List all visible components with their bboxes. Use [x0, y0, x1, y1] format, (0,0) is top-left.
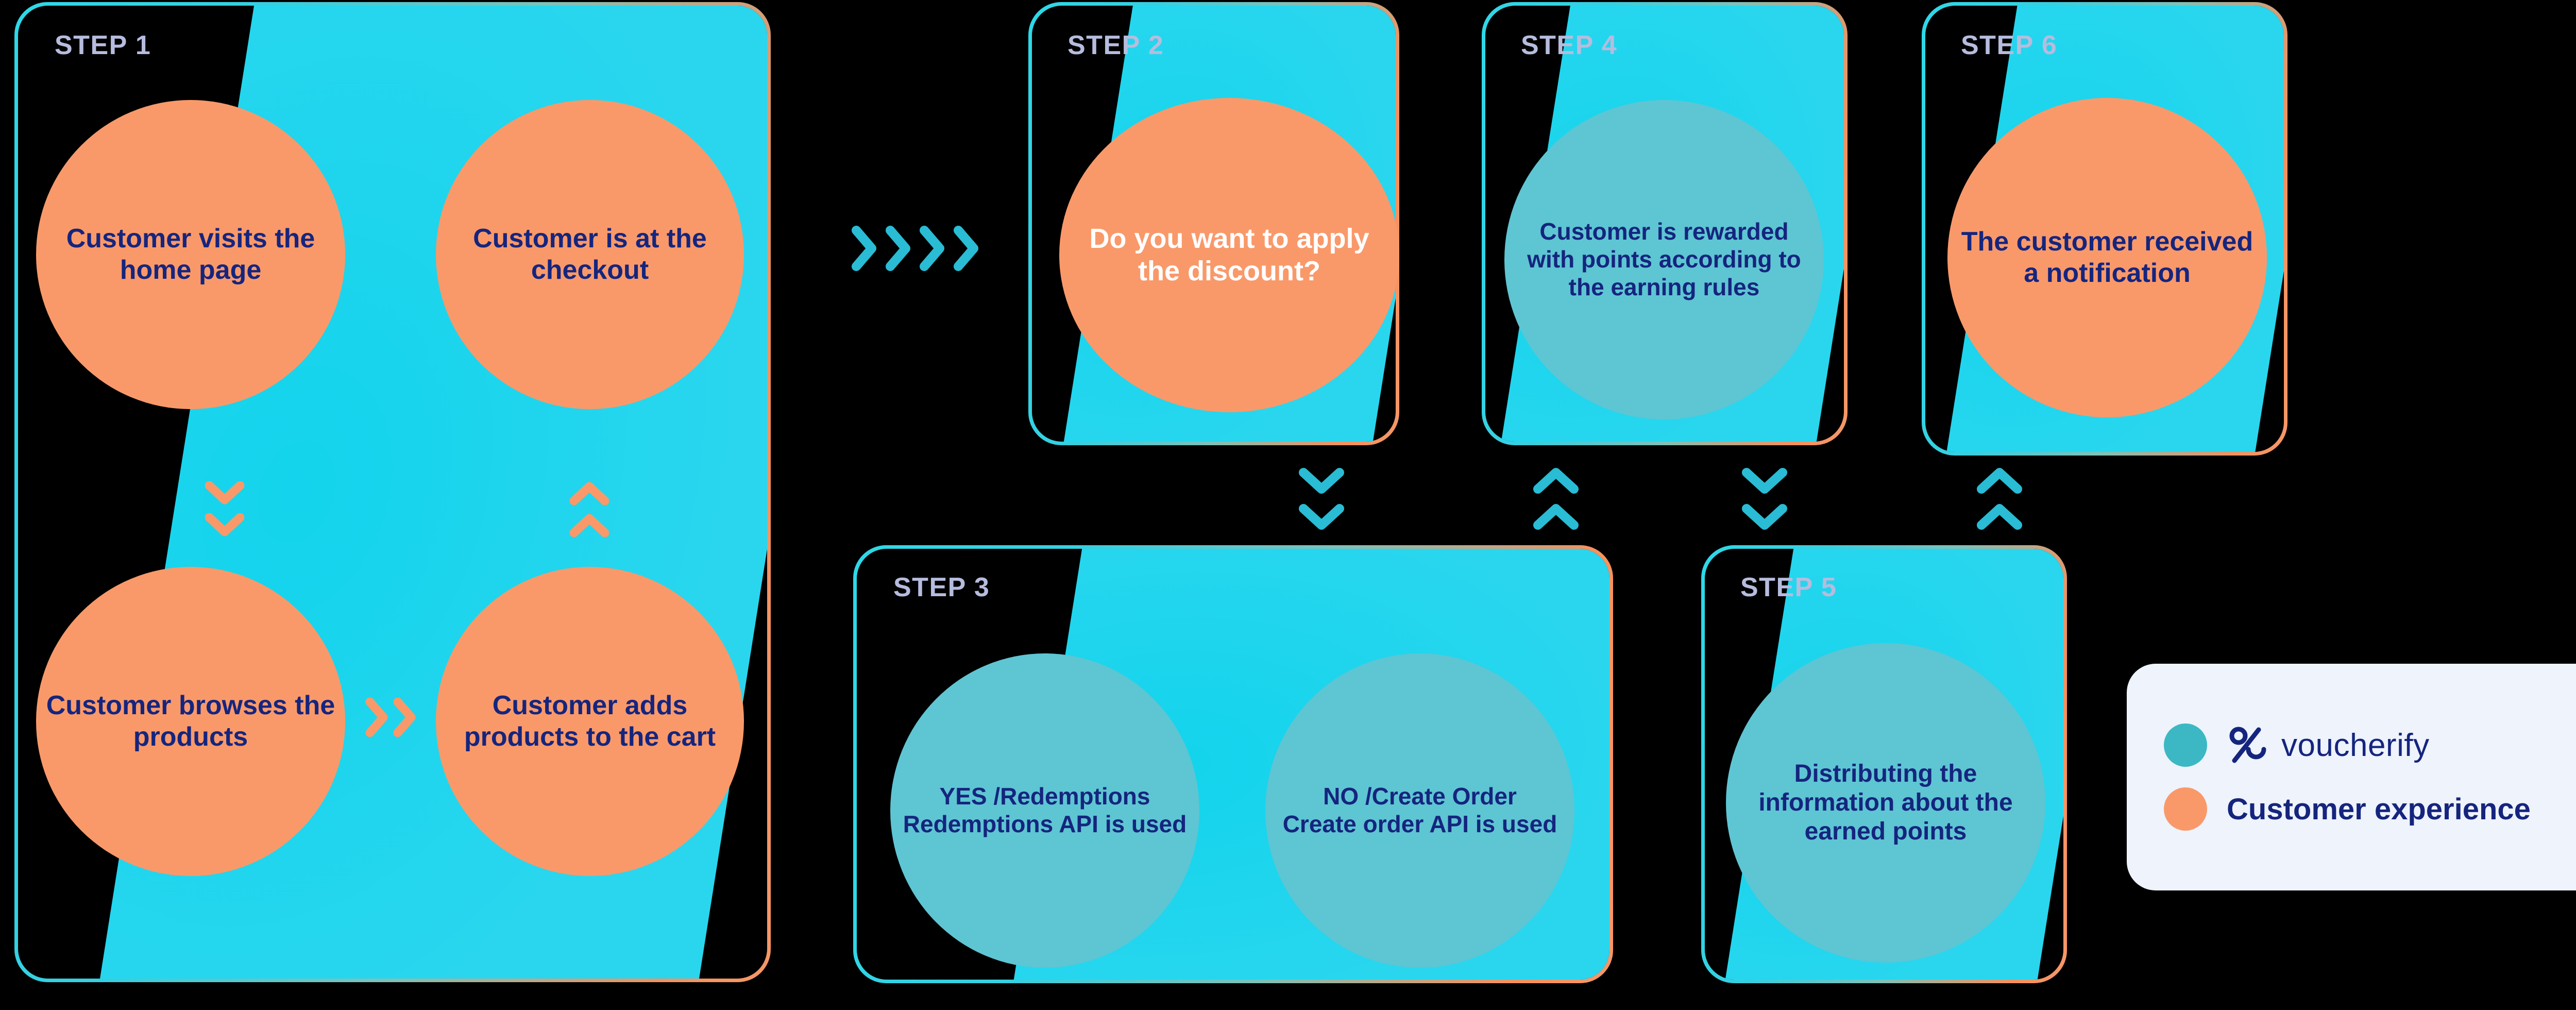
bubble-text: Customer browses the products — [46, 691, 335, 752]
step-card-3[interactable]: STEP 3 YES /Redemptions Redemptions API … — [853, 545, 1613, 983]
bubble-customer-browses-products[interactable]: Customer browses the products — [36, 567, 345, 876]
chevron-down-icon — [205, 481, 244, 504]
bubble-no-create-order[interactable]: NO /Create Order Create order API is use… — [1265, 653, 1574, 968]
bubble-subtitle: Redemptions API is used — [903, 811, 1187, 837]
legend-box: voucherify Customer experience — [2127, 664, 2576, 890]
chevron-up-icon — [1977, 468, 2022, 494]
bubble-text: Customer visits the home page — [66, 224, 315, 285]
arrow-step1-adds-to-checkout — [570, 481, 609, 537]
bubble-text: Customer is at the checkout — [473, 224, 707, 285]
bubble-yes-redemptions[interactable]: YES /Redemptions Redemptions API is used — [890, 653, 1199, 968]
step-card-5[interactable]: STEP 5 Distributing the information abou… — [1701, 545, 2067, 983]
arrow-step3-to-step4 — [1533, 466, 1579, 530]
chevron-right-icon — [954, 226, 978, 271]
arrow-step2-to-step3 — [1298, 466, 1345, 530]
bubble-customer-adds-products[interactable]: Customer adds products to the cart — [436, 567, 744, 876]
voucherify-wordmark: voucherify — [2281, 727, 2430, 763]
chevron-down-icon — [1742, 504, 1787, 530]
legend-item-customer-experience: Customer experience — [2164, 787, 2576, 831]
arrow-step1-to-step2 — [850, 225, 980, 272]
step-label-6: STEP 6 — [1961, 30, 2058, 60]
chevron-right-icon — [365, 698, 388, 737]
step-card-6[interactable]: STEP 6 The customer received a notificat… — [1922, 2, 2287, 456]
arrow-step1-browses-to-adds — [365, 698, 416, 737]
bubble-text: The customer received a notification — [1961, 227, 2253, 288]
arrow-step4-to-step5 — [1741, 466, 1788, 530]
bubble-text: Distributing the information about the e… — [1758, 760, 2013, 846]
arrow-step1-visits-to-browses — [205, 481, 244, 537]
chevron-right-icon — [852, 226, 876, 271]
step-label-2: STEP 2 — [1067, 30, 1164, 60]
step-label-3: STEP 3 — [893, 573, 990, 602]
bubble-distributing-information[interactable]: Distributing the information about the e… — [1726, 643, 2045, 963]
bubble-subtitle: Create order API is used — [1282, 811, 1557, 837]
step-label-5: STEP 5 — [1740, 573, 1837, 602]
legend-swatch-customer-experience — [2164, 787, 2207, 831]
chevron-up-icon — [1977, 504, 2022, 530]
chevron-down-icon — [205, 513, 244, 536]
bubble-title: NO /Create Order — [1323, 783, 1517, 810]
chevron-up-icon — [570, 514, 609, 537]
bubble-customer-visits-home-page[interactable]: Customer visits the home page — [36, 100, 345, 409]
step-card-2[interactable]: STEP 2 Do you want to apply the discount… — [1028, 2, 1399, 445]
step-label-1: STEP 1 — [55, 30, 151, 60]
chevron-up-icon — [570, 482, 609, 505]
bubble-apply-discount-question[interactable]: Do you want to apply the discount? — [1059, 98, 1399, 412]
step-card-4[interactable]: STEP 4 Customer is rewarded with points … — [1482, 2, 1848, 445]
chevron-down-icon — [1299, 504, 1344, 530]
chevron-right-icon — [886, 226, 910, 271]
bubble-customer-rewarded-points[interactable]: Customer is rewarded with points accordi… — [1504, 100, 1824, 419]
bubble-customer-received-notification[interactable]: The customer received a notification — [1947, 98, 2267, 417]
chevron-down-icon — [1299, 468, 1344, 494]
legend-item-voucherify: voucherify — [2164, 723, 2576, 767]
percent-icon — [2229, 727, 2266, 763]
bubble-text: Customer is rewarded with points accordi… — [1527, 218, 1801, 300]
chevron-down-icon — [1742, 468, 1787, 494]
chevron-right-icon — [920, 226, 944, 271]
bubble-title: YES /Redemptions — [939, 783, 1150, 810]
chevron-right-icon — [393, 698, 416, 737]
step-card-1[interactable]: STEP 1 Customer visits the home page Cus… — [14, 2, 771, 982]
chevron-up-icon — [1533, 504, 1579, 530]
bubble-text: Customer adds products to the cart — [464, 691, 716, 752]
legend-swatch-voucherify — [2164, 723, 2207, 767]
arrow-step5-to-step6 — [1976, 466, 2023, 530]
bubble-text: Do you want to apply the discount? — [1089, 223, 1369, 287]
chevron-up-icon — [1533, 468, 1579, 494]
legend-label-customer-experience: Customer experience — [2227, 792, 2531, 826]
step-label-4: STEP 4 — [1521, 30, 1618, 60]
voucherify-logo: voucherify — [2227, 725, 2430, 766]
bubble-customer-at-checkout[interactable]: Customer is at the checkout — [436, 100, 744, 409]
